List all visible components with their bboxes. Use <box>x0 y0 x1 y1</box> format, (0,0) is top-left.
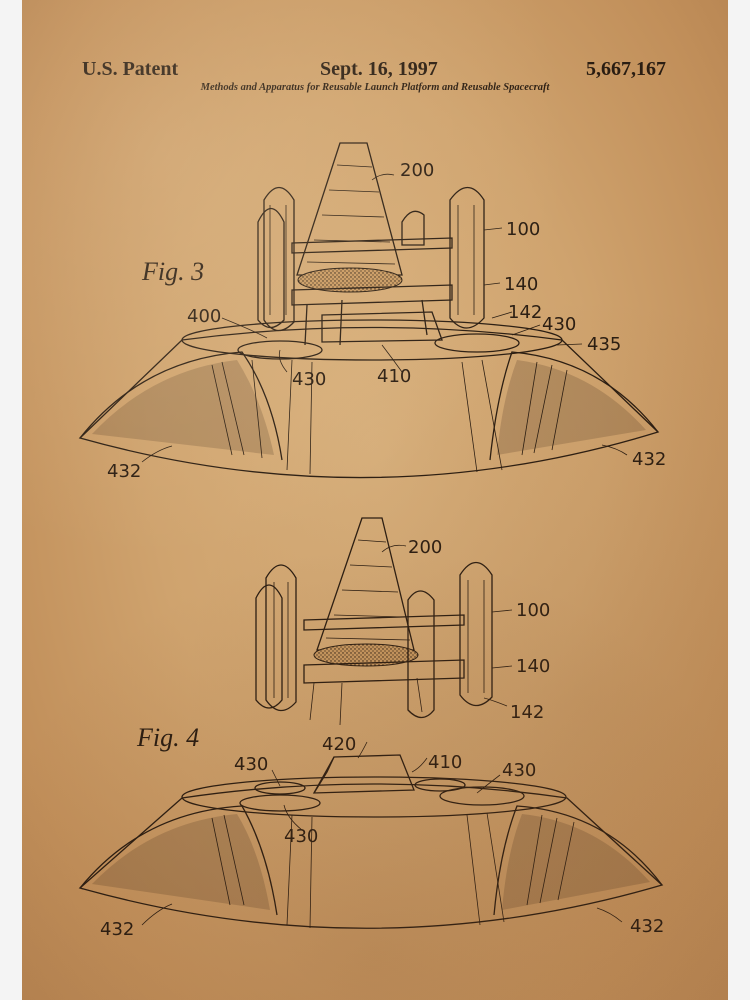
fig4-label-100: 100 <box>516 600 550 621</box>
fig4-label-430-right: 430 <box>502 760 536 781</box>
fig4-launch-platform <box>78 754 664 929</box>
fig3-label-432-left: 432 <box>107 461 141 482</box>
fig3-caption: Fig. 3 <box>141 257 204 286</box>
fig4-caption: Fig. 4 <box>136 723 199 752</box>
fig3-launch-platform <box>78 311 660 479</box>
fig3-label-200: 200 <box>400 160 434 181</box>
fig4-leader-lines <box>141 544 623 926</box>
fig3-label-142: 142 <box>508 302 542 323</box>
fig3-rocket-assembly <box>257 142 485 346</box>
fig3-label-432-right: 432 <box>632 449 666 470</box>
fig4-label-432-left: 432 <box>100 919 134 940</box>
fig3-label-140: 140 <box>504 274 538 295</box>
fig4-label-430-left: 430 <box>234 754 268 775</box>
patent-number: 5,667,167 <box>586 58 666 80</box>
patent-paper: U.S. Patent Sept. 16, 1997 5,667,167 Met… <box>22 0 728 1000</box>
fig4-label-430-lower: 430 <box>284 826 318 847</box>
patent-title: Methods and Apparatus for Reusable Launc… <box>200 82 550 93</box>
patent-drawing: Fig. 3 <box>78 142 666 940</box>
fig3-label-400: 400 <box>187 306 221 327</box>
fig4-rocket-assembly <box>255 517 493 726</box>
fig4-label-140: 140 <box>516 656 550 677</box>
figure-3: Fig. 3 <box>78 142 666 482</box>
fig4-label-410: 410 <box>428 752 462 773</box>
fig3-label-430-left: 430 <box>292 369 326 390</box>
fig3-label-410: 410 <box>377 366 411 387</box>
figure-4: Fig. 4 <box>78 517 664 940</box>
fig3-leader-lines <box>141 173 628 463</box>
fig3-label-100: 100 <box>506 219 540 240</box>
fig4-label-200: 200 <box>408 537 442 558</box>
fig4-label-420: 420 <box>322 734 356 755</box>
fig4-label-142: 142 <box>510 702 544 723</box>
fig3-label-435: 435 <box>587 334 621 355</box>
fig3-label-430-right: 430 <box>542 314 576 335</box>
patent-date: Sept. 16, 1997 <box>320 58 438 80</box>
fig4-label-432-right: 432 <box>630 916 664 937</box>
patent-header-label: U.S. Patent <box>82 58 179 80</box>
